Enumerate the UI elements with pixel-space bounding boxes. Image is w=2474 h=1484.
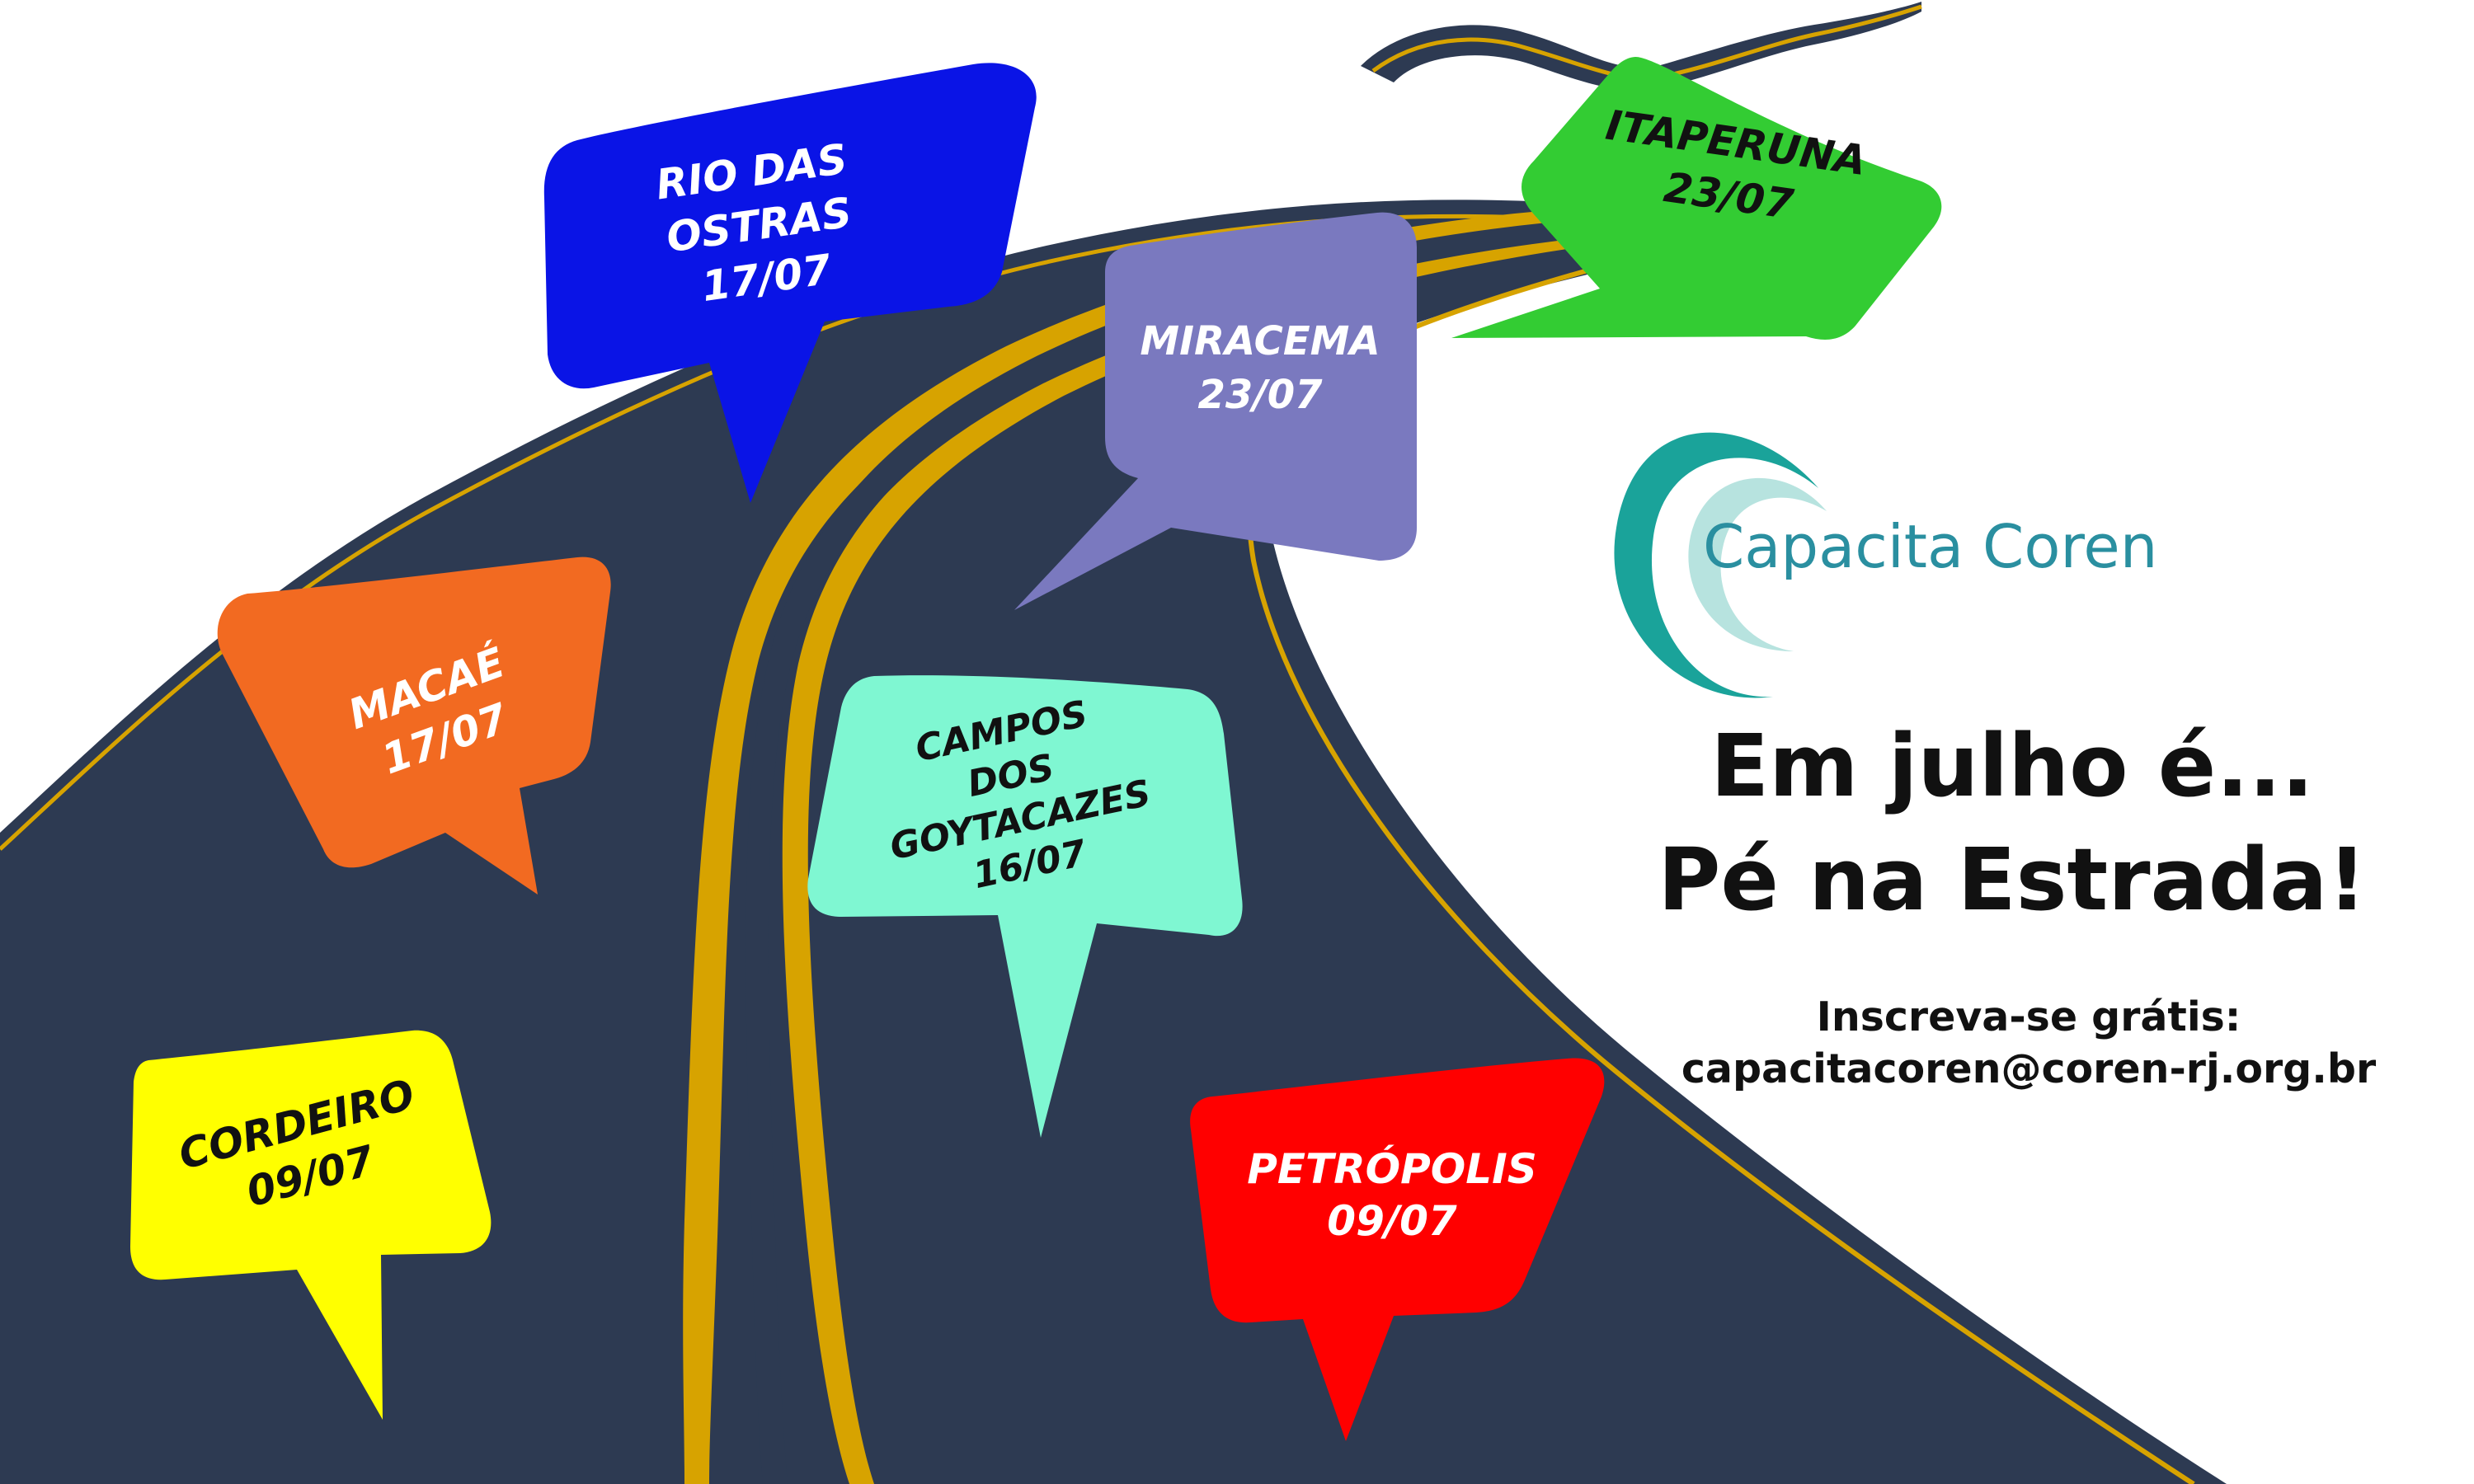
- pin-rio-das-ostras: RIO DASOSTRAS17/07: [543, 63, 1037, 503]
- logo-inner-ring: [1688, 477, 1827, 651]
- pin-rio-das-ostras-shape: [543, 63, 1037, 503]
- pin-campos: CAMPOSDOSGOYTACAZES16/07: [807, 675, 1243, 1138]
- signup-label: Inscreva-se grátis:: [1816, 993, 2241, 1040]
- tagline-line-2: Pé na Estrada!: [1658, 829, 2367, 930]
- pin-petropolis-shape: [1190, 1058, 1605, 1441]
- pin-macae-shape: [217, 556, 611, 895]
- tagline-line-1: Em julho é...: [1710, 716, 2314, 816]
- pin-miracema: MIRACEMA 23/07: [1014, 212, 1417, 610]
- pin-miracema-line-1: MIRACEMA: [1140, 318, 1380, 364]
- pin-itaperuna: ITAPERUNA23/07: [1451, 56, 1942, 340]
- pin-miracema-label: MIRACEMA 23/07: [1140, 318, 1380, 418]
- pin-petropolis-line-1: PETRÓPOLIS: [1247, 1144, 1537, 1193]
- pin-campos-shape: [807, 675, 1243, 1138]
- logo-text: Capacita Coren: [1703, 512, 2157, 581]
- pin-itaperuna-shape: [1451, 56, 1942, 340]
- pin-petropolis-line-2: 09/07: [1327, 1197, 1457, 1245]
- signup-info: Inscreva-se grátis: capacitacoren@coren-…: [1616, 991, 2441, 1095]
- pin-cordeiro: CORDEIRO09/07: [130, 1030, 492, 1420]
- pin-macae: MACAÉ17/07: [217, 556, 611, 895]
- pin-miracema-shape: [1014, 212, 1417, 610]
- logo-outer-ring: [1614, 432, 1818, 698]
- signup-email[interactable]: capacitacoren@coren-rj.org.br: [1681, 1045, 2377, 1092]
- pin-cordeiro-shape: [130, 1030, 492, 1420]
- capacita-coren-logo: Capacita Coren: [1614, 432, 2157, 698]
- pin-miracema-line-2: 23/07: [1197, 372, 1323, 418]
- tagline: Em julho é... Pé na Estrada!: [1567, 709, 2458, 937]
